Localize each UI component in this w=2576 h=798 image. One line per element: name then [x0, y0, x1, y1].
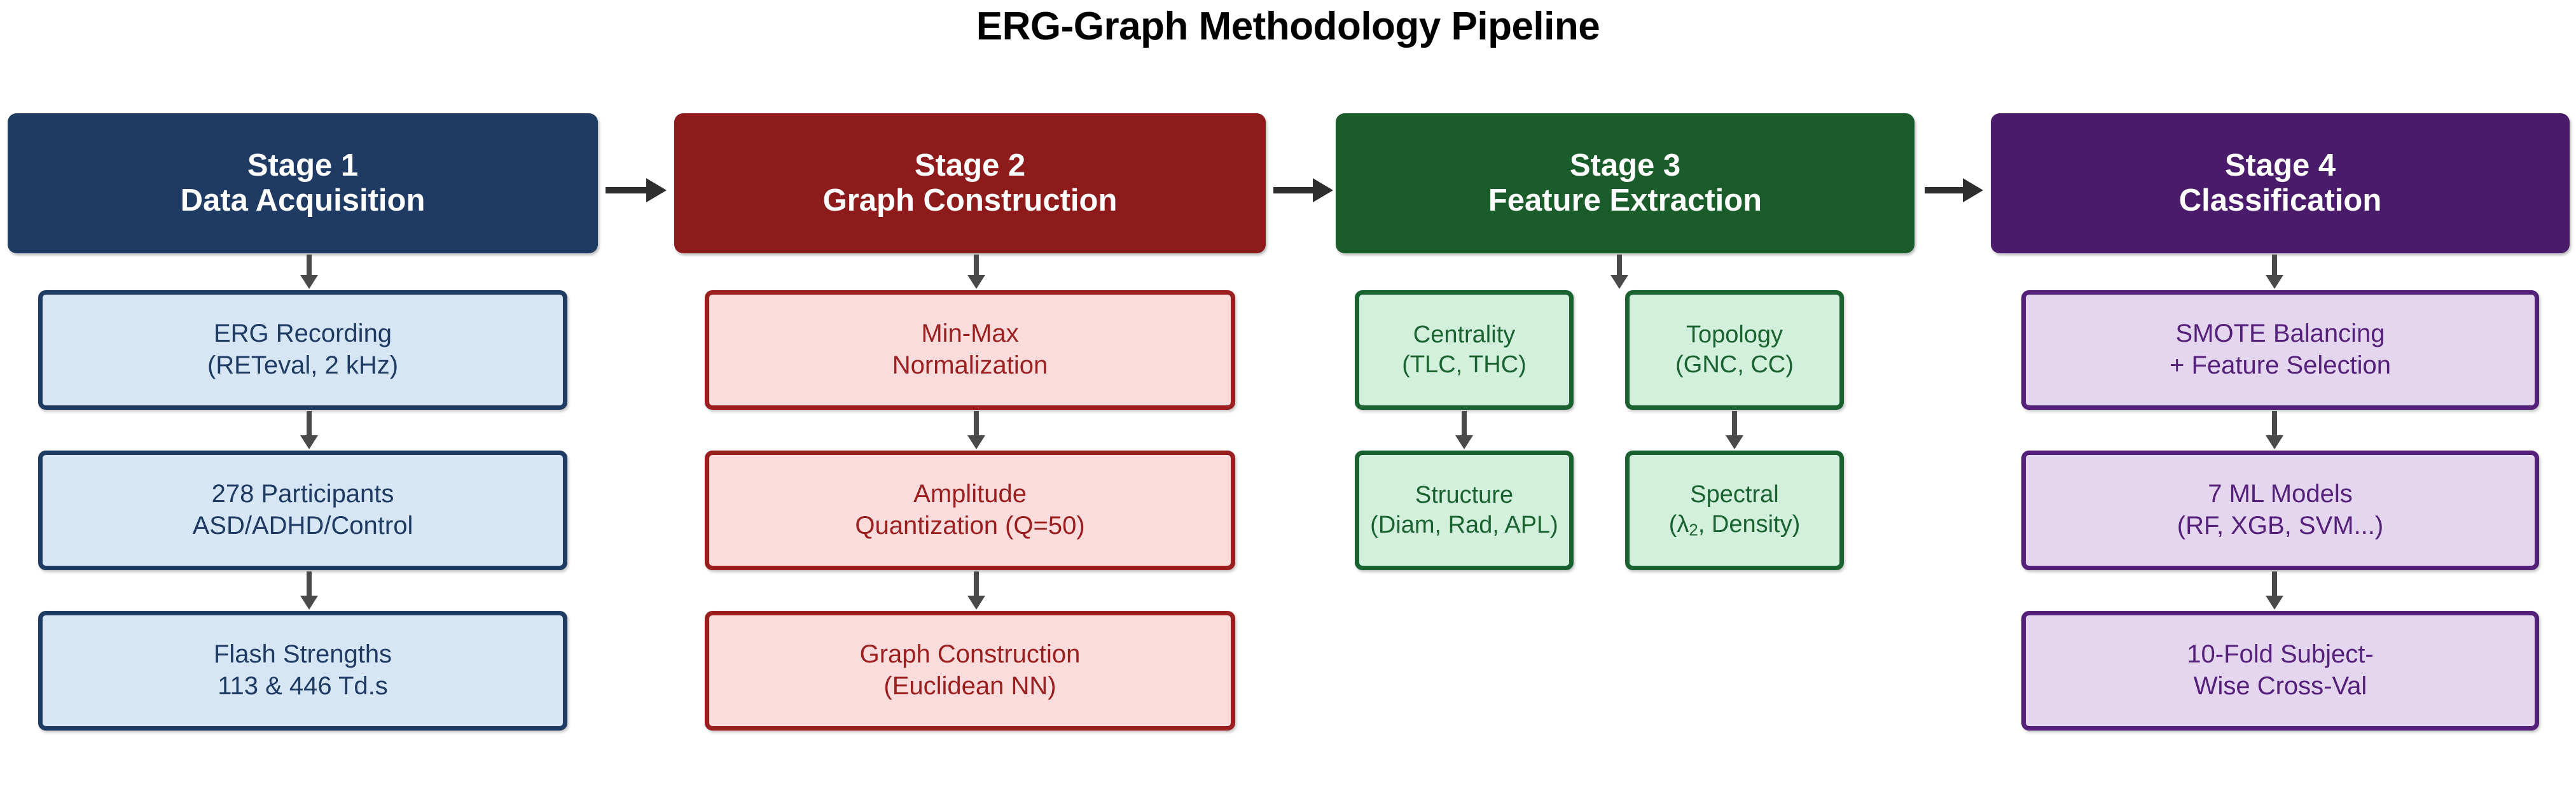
lambda-suffix: , Density) — [1698, 511, 1801, 538]
step-1-2-line1: 278 Participants — [211, 480, 394, 508]
step-3-right-2-line2: (λ2, Density) — [1669, 510, 1801, 541]
stage-header-1-line1: Stage 1 — [247, 148, 359, 183]
stage-header-1[interactable]: Stage 1 Data Acquisition — [8, 113, 598, 253]
stage-column-3: Stage 3 Feature Extraction Centrality (T… — [1336, 0, 1915, 798]
stage-header-1-line2: Data Acquisition — [180, 183, 426, 218]
step-1-3-line2: 113 & 446 Td.s — [218, 672, 388, 700]
step-3-right-2-line1: Spectral — [1690, 481, 1779, 508]
arrow-down-s4-a — [2262, 255, 2287, 289]
arrow-right-stage3-to-stage4 — [1925, 178, 1983, 203]
step-1-1-line2: (RETeval, 2 kHz) — [207, 351, 399, 379]
step-1-3-line1: Flash Strengths — [213, 640, 392, 669]
arrow-down-s1-b — [296, 411, 322, 449]
arrow-down-s3-a — [1607, 255, 1632, 289]
step-3-left-1[interactable]: Centrality (TLC, THC) — [1355, 290, 1574, 410]
step-3-right-2[interactable]: Spectral (λ2, Density) — [1625, 451, 1844, 570]
stage-header-2-line1: Stage 2 — [914, 148, 1026, 183]
step-1-1[interactable]: ERG Recording (RETeval, 2 kHz) — [38, 290, 567, 410]
step-4-2-line2: (RF, XGB, SVM...) — [2177, 512, 2384, 540]
step-4-2-line1: 7 ML Models — [2208, 480, 2353, 508]
step-4-2[interactable]: 7 ML Models (RF, XGB, SVM...) — [2021, 451, 2539, 570]
step-3-left-2[interactable]: Structure (Diam, Rad, APL) — [1355, 451, 1574, 570]
stage-header-4-line2: Classification — [2178, 183, 2382, 218]
step-1-3[interactable]: Flash Strengths 113 & 446 Td.s — [38, 611, 567, 731]
step-2-1[interactable]: Min-Max Normalization — [705, 290, 1235, 410]
step-3-right-1-line2: (GNC, CC) — [1675, 351, 1794, 378]
step-4-1[interactable]: SMOTE Balancing + Feature Selection — [2021, 290, 2539, 410]
stage-header-2[interactable]: Stage 2 Graph Construction — [674, 113, 1266, 253]
step-4-3-line1: 10-Fold Subject- — [2187, 640, 2374, 669]
step-4-3[interactable]: 10-Fold Subject- Wise Cross-Val — [2021, 611, 2539, 731]
step-2-1-line1: Min-Max — [921, 319, 1019, 348]
stage-header-4-line1: Stage 4 — [2224, 148, 2336, 183]
step-2-1-line2: Normalization — [892, 351, 1048, 379]
step-2-3[interactable]: Graph Construction (Euclidean NN) — [705, 611, 1235, 731]
arrow-down-s2-a — [964, 255, 989, 289]
step-3-left-1-line2: (TLC, THC) — [1402, 351, 1527, 378]
step-2-2[interactable]: Amplitude Quantization (Q=50) — [705, 451, 1235, 570]
lambda-prefix: (λ — [1668, 511, 1689, 538]
step-3-left-1-line1: Centrality — [1413, 321, 1516, 348]
arrow-down-s4-c — [2262, 571, 2287, 610]
step-3-left-2-line1: Structure — [1415, 481, 1514, 508]
arrow-down-s3-right — [1722, 411, 1747, 449]
stage-header-3-line1: Stage 3 — [1569, 148, 1681, 183]
step-3-right-1-line1: Topology — [1686, 321, 1783, 348]
arrow-down-s1-c — [296, 571, 322, 610]
stage-column-2: Stage 2 Graph Construction Min-Max Norma… — [674, 0, 1266, 798]
arrow-down-s2-c — [964, 571, 989, 610]
stage-column-1: Stage 1 Data Acquisition ERG Recording (… — [8, 0, 598, 798]
stage-column-4: Stage 4 Classification SMOTE Balancing +… — [1991, 0, 2570, 798]
step-2-3-line1: Graph Construction — [859, 640, 1081, 669]
stage-header-3[interactable]: Stage 3 Feature Extraction — [1336, 113, 1915, 253]
step-2-2-line1: Amplitude — [913, 480, 1027, 508]
step-1-2-line2: ASD/ADHD/Control — [192, 512, 413, 540]
page-title: ERG-Graph Methodology Pipeline — [976, 4, 1600, 48]
step-2-3-line2: (Euclidean NN) — [883, 672, 1056, 700]
step-3-right-1[interactable]: Topology (GNC, CC) — [1625, 290, 1844, 410]
arrow-right-stage2-to-stage3 — [1273, 178, 1333, 203]
step-4-1-line2: + Feature Selection — [2170, 351, 2391, 379]
lambda-subscript: 2 — [1689, 521, 1698, 540]
step-4-1-line1: SMOTE Balancing — [2175, 319, 2385, 348]
step-2-2-line2: Quantization (Q=50) — [855, 512, 1085, 540]
stage-header-3-line2: Feature Extraction — [1488, 183, 1762, 218]
step-1-1-line1: ERG Recording — [213, 319, 392, 348]
stage-header-2-line2: Graph Construction — [822, 183, 1118, 218]
stage-header-4[interactable]: Stage 4 Classification — [1991, 113, 2570, 253]
step-4-3-line2: Wise Cross-Val — [2193, 672, 2367, 700]
arrow-down-s2-b — [964, 411, 989, 449]
arrow-down-s3-left — [1451, 411, 1477, 449]
arrow-down-s1-a — [296, 255, 322, 289]
arrow-right-stage1-to-stage2 — [606, 178, 667, 203]
step-3-left-2-line2: (Diam, Rad, APL) — [1370, 512, 1558, 538]
arrow-down-s4-b — [2262, 411, 2287, 449]
step-1-2[interactable]: 278 Participants ASD/ADHD/Control — [38, 451, 567, 570]
